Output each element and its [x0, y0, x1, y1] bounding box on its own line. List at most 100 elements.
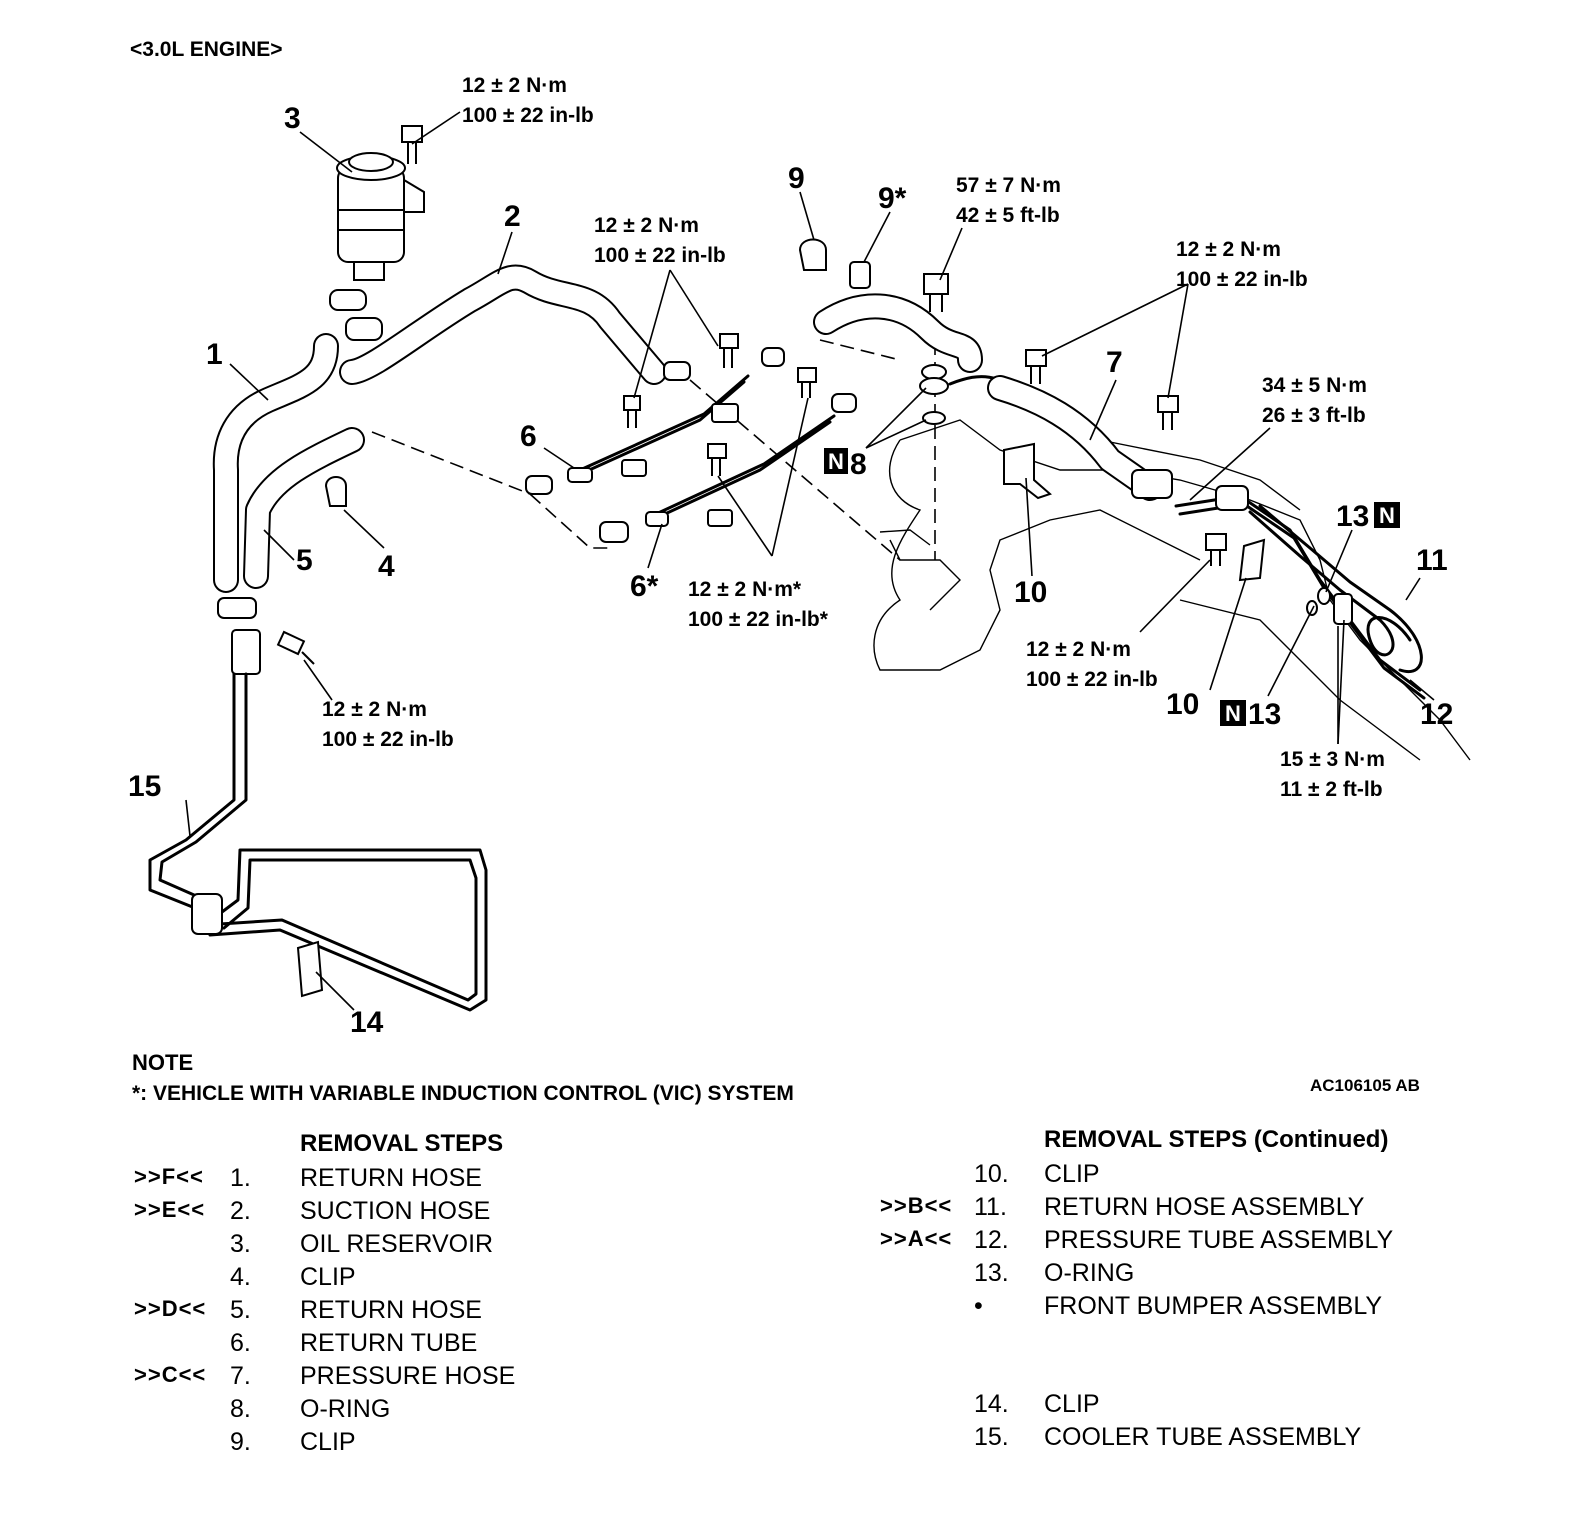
callout-14: 14	[350, 1006, 384, 1039]
torque-right: 12 ± 2 N·m	[1176, 238, 1281, 261]
torque-pressure: 26 ± 3 ft-lb	[1262, 404, 1366, 427]
callout-6-star: 6*	[630, 570, 659, 603]
step-number: 9.	[230, 1428, 251, 1456]
torque-mid: 100 ± 22 in-lb	[594, 244, 726, 267]
return-hose-5	[243, 427, 365, 589]
step-name: COOLER TUBE ASSEMBLY	[1044, 1423, 1362, 1451]
step-number: 7.	[230, 1362, 251, 1390]
pressure-hose-7	[813, 293, 1173, 501]
reservoir-bolt	[401, 125, 423, 164]
step-row: •FRONT BUMPER ASSEMBLY	[880, 1292, 1480, 1324]
callout-6: 6	[520, 420, 537, 453]
step-row: 3.OIL RESERVOIR	[134, 1230, 694, 1262]
callout-10b: 10	[1166, 688, 1199, 721]
callout-1: 1	[206, 338, 223, 371]
step-name: RETURN HOSE	[300, 1296, 482, 1324]
step-name: CLIP	[300, 1263, 356, 1291]
step-number: 6.	[230, 1329, 251, 1357]
removal-steps: REMOVAL STEPS >>F<<1.RETURN HOSE>>E<<2.S…	[134, 1130, 694, 1470]
step-number: 3.	[230, 1230, 251, 1258]
torque-top: 57 ± 7 N·m	[956, 174, 1061, 197]
torque-top: 42 ± 5 ft-lb	[956, 204, 1060, 227]
n-badge: N	[1374, 502, 1400, 528]
figure-id: AC106105 AB	[1310, 1076, 1420, 1095]
diagram-header: <3.0L ENGINE>	[130, 38, 283, 61]
note-text: *: VEHICLE WITH VARIABLE INDUCTION CONTR…	[132, 1082, 794, 1105]
callout-13b: 13	[1248, 698, 1281, 731]
step-row: 10. CLIP	[880, 1160, 1480, 1192]
step-name: CLIP	[1044, 1160, 1100, 1188]
svg-text:N: N	[1225, 701, 1241, 726]
step-row: >>A<<12.PRESSURE TUBE ASSEMBLY	[880, 1226, 1480, 1258]
svg-text:N: N	[828, 449, 844, 474]
leader-lines	[185, 111, 1435, 1011]
step-name: PRESSURE TUBE ASSEMBLY	[1044, 1226, 1394, 1254]
step-name: RETURN TUBE	[300, 1329, 478, 1357]
step-number: 1.	[230, 1164, 251, 1192]
torque-clip: 100 ± 22 in-lb	[1026, 668, 1158, 691]
step-reference: >>F<<	[134, 1164, 204, 1189]
step-name: CLIP	[300, 1428, 356, 1456]
suction-hose-2	[339, 264, 667, 385]
step-reference: >>C<<	[134, 1362, 207, 1387]
return-hose-11	[1248, 504, 1423, 673]
step-number: 13.	[974, 1259, 1009, 1287]
step-number: 11.	[974, 1193, 1007, 1221]
step-row: 9. CLIP	[134, 1428, 694, 1460]
callout-10a: 10	[1014, 576, 1047, 609]
step-number: 5.	[230, 1296, 251, 1324]
callout-2: 2	[504, 200, 521, 233]
alignment-line	[819, 339, 901, 361]
clip-9-vic	[849, 261, 871, 289]
callout-8: 8	[850, 448, 867, 481]
callout-5: 5	[296, 544, 313, 577]
step-number: 2.	[230, 1197, 251, 1225]
callout-9-star: 9*	[878, 182, 907, 215]
step-row: >>E<< 2. SUCTION HOSE	[134, 1197, 694, 1229]
step-number: 8.	[230, 1395, 251, 1423]
o-ring-13	[1306, 600, 1318, 616]
n-badge: N	[1220, 700, 1246, 726]
step-name: O-RING	[300, 1395, 391, 1423]
torque-oring: 15 ± 3 N·m	[1280, 748, 1385, 771]
o-ring-13	[1317, 587, 1331, 605]
step-reference: >>B<<	[880, 1193, 953, 1218]
alignment-line	[529, 493, 610, 549]
callout-3: 3	[284, 102, 301, 135]
torque-right: 100 ± 22 in-lb	[1176, 268, 1308, 291]
step-number: 14.	[974, 1390, 1009, 1418]
step-name: O-RING	[1044, 1259, 1135, 1287]
torque-pressure: 34 ± 5 N·m	[1262, 374, 1367, 397]
torque-specs: 12 ± 2 N·m 100 ± 22 in-lb 57 ± 7 N·m 42 …	[322, 74, 1385, 801]
torque-reservoir: 100 ± 22 in-lb	[462, 104, 594, 127]
callout-13a: 13	[1336, 500, 1369, 533]
n-badge: N	[824, 448, 848, 474]
step-name: RETURN HOSE ASSEMBLY	[1044, 1193, 1365, 1221]
torque-clip: 12 ± 2 N·m	[1026, 638, 1131, 661]
callout-9: 9	[788, 162, 805, 195]
note-title: NOTE	[132, 1050, 194, 1075]
hose-clip	[329, 289, 367, 311]
clip-10	[1238, 538, 1266, 582]
callout-7: 7	[1106, 346, 1123, 379]
step-number: 15.	[974, 1423, 1009, 1451]
svg-text:N: N	[1379, 503, 1395, 528]
step-reference: >>A<<	[880, 1226, 953, 1251]
step-row: 13. O-RING	[880, 1259, 1480, 1291]
return-tube-6	[567, 374, 750, 483]
clip-4	[324, 476, 347, 507]
step-number: 10.	[974, 1160, 1009, 1188]
torque-mid: 12 ± 2 N·m	[594, 214, 699, 237]
hose-clip	[345, 317, 383, 341]
step-row: >>C<<7.PRESSURE HOSE	[134, 1362, 694, 1394]
clip-14	[296, 940, 324, 998]
step-name: FRONT BUMPER ASSEMBLY	[1044, 1292, 1383, 1320]
step-name: SUCTION HOSE	[300, 1197, 491, 1225]
torque-cooler: 12 ± 2 N·m	[322, 698, 427, 721]
step-row: 8. O-RING	[134, 1395, 694, 1427]
callout-12: 12	[1420, 698, 1453, 731]
callout-15: 15	[128, 770, 161, 803]
torque-vic: 100 ± 22 in-lb*	[688, 608, 829, 631]
o-rings-8	[919, 364, 949, 425]
step-reference: >>E<<	[134, 1197, 206, 1222]
